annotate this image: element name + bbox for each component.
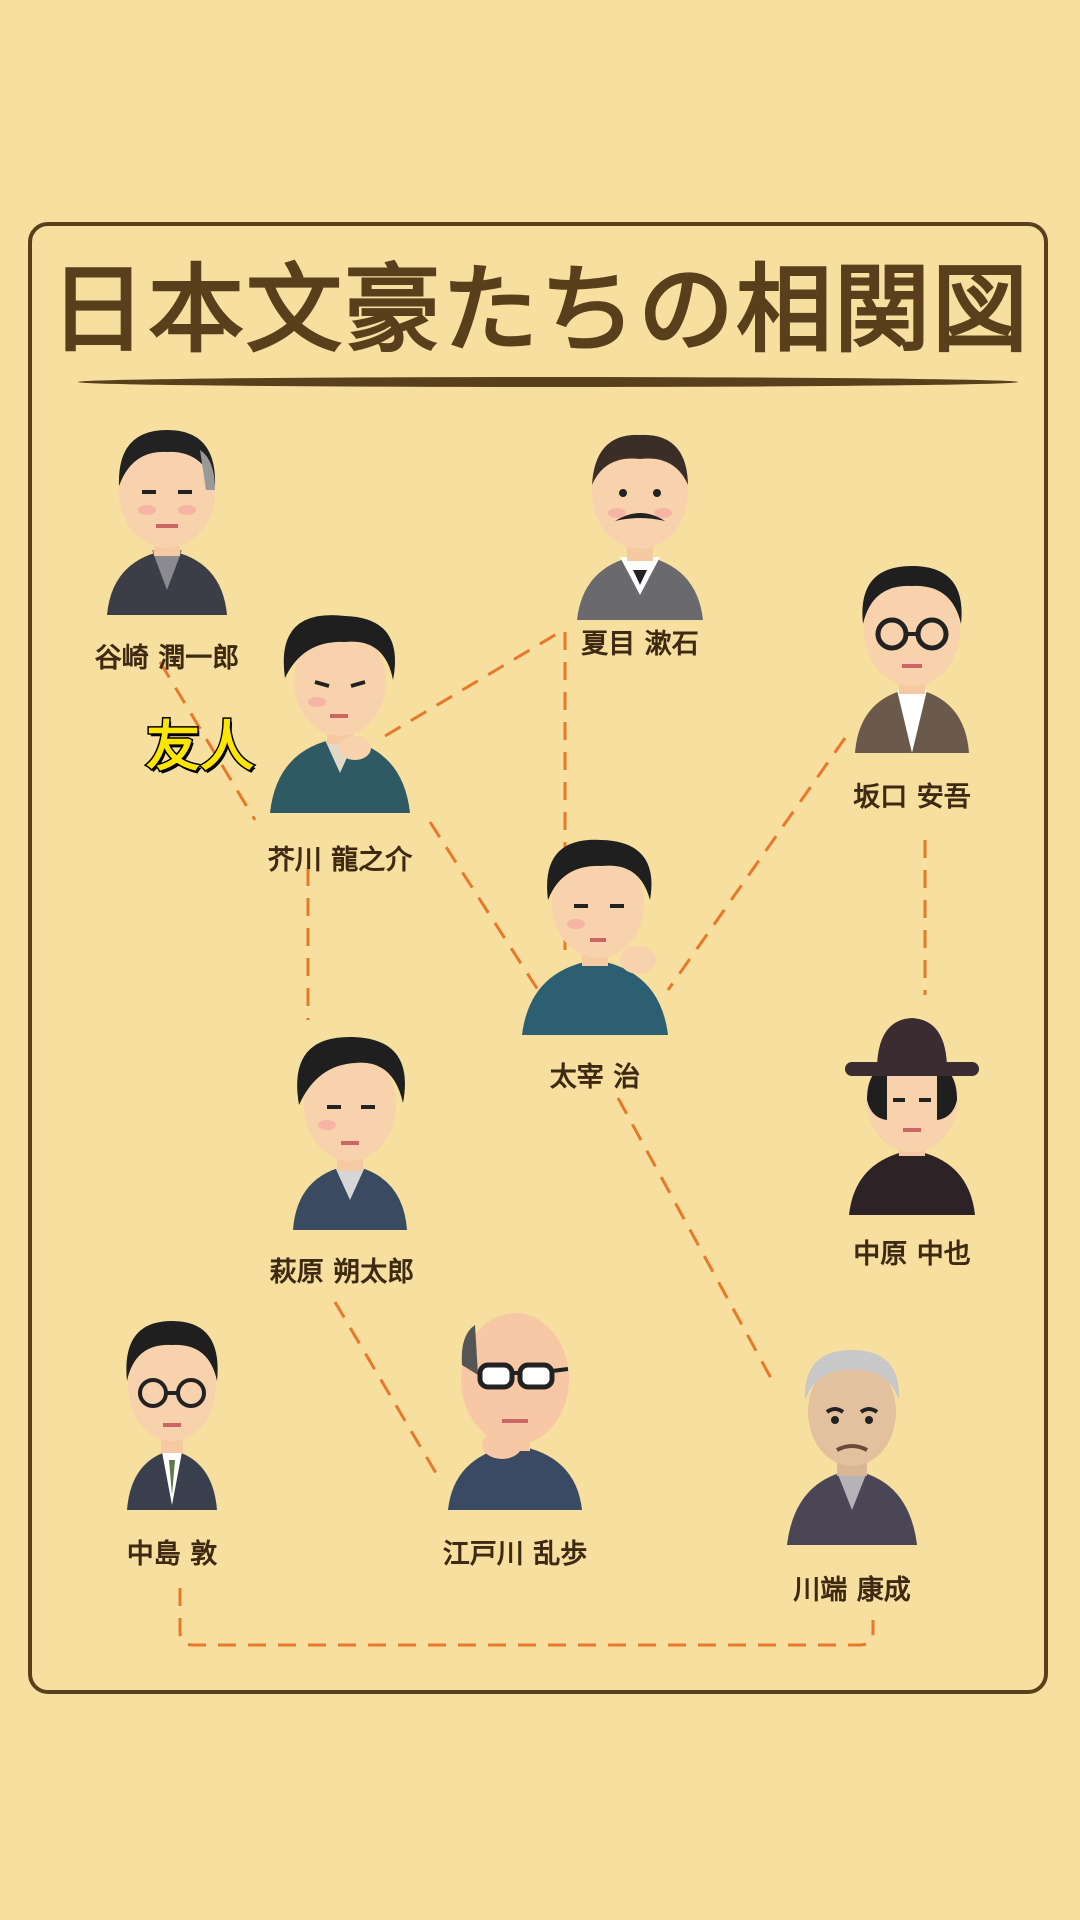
- person-natsume[interactable]: [555, 405, 725, 625]
- person-kawabata[interactable]: [767, 1330, 937, 1550]
- man-in-kimono-icon: [107, 430, 227, 615]
- name-akutagawa: 芥川 龍之介: [267, 845, 413, 876]
- person-akutagawa[interactable]: [255, 598, 425, 818]
- name-natsume: 夏目 漱石: [581, 629, 699, 660]
- edge-hagiwara-edogawa: [333, 1301, 442, 1481]
- person-tanizaki[interactable]: [82, 400, 252, 620]
- bald-man-with-glasses-icon: [448, 1313, 582, 1510]
- elderly-man-icon: [787, 1350, 917, 1545]
- name-edogawa: 江戸川 乱歩: [442, 1539, 588, 1570]
- friend-relation-label: 友人: [145, 714, 256, 780]
- person-nakajima[interactable]: [87, 1295, 257, 1515]
- edge-akutagawa-natsume: [384, 630, 561, 738]
- name-kawabata: 川端 康成: [793, 1575, 911, 1606]
- edge-akutagawa-dazai: [428, 821, 540, 991]
- man-with-glasses-icon: [855, 566, 969, 753]
- person-sakaguchi[interactable]: [827, 538, 997, 758]
- man-with-hat-icon: [845, 1018, 979, 1215]
- man-in-kimono-icon: [293, 1036, 407, 1230]
- name-tanizaki: 谷崎 潤一郎: [94, 643, 240, 674]
- person-dazai[interactable]: [510, 820, 680, 1040]
- name-dazai: 太宰 治: [549, 1062, 641, 1093]
- person-hagiwara[interactable]: [265, 1015, 435, 1235]
- edge-nakajima-kawabata: [178, 1588, 875, 1647]
- man-with-glasses-icon: [126, 1321, 218, 1510]
- edge-tanizaki-akutagawa: [158, 661, 257, 821]
- person-edogawa[interactable]: [430, 1295, 600, 1515]
- name-hagiwara: 萩原 朔太郎: [269, 1257, 415, 1288]
- diagram-frame: [28, 222, 1048, 1694]
- diagram-title: 日本文豪たちの相関図: [50, 254, 1030, 366]
- name-sakaguchi: 坂口 安吾: [853, 782, 971, 813]
- person-nakahara[interactable]: [827, 1000, 997, 1220]
- man-with-mustache-icon: [577, 434, 703, 620]
- edge-dazai-kawabata: [616, 1097, 774, 1381]
- title-underline: [78, 377, 1018, 387]
- edge-sakaguchi-dazai: [666, 737, 847, 991]
- man-resting-chin-icon: [522, 839, 668, 1035]
- name-nakajima: 中島 敦: [126, 1539, 218, 1570]
- name-nakahara: 中原 中也: [853, 1239, 971, 1270]
- man-thinking-icon: [270, 615, 410, 813]
